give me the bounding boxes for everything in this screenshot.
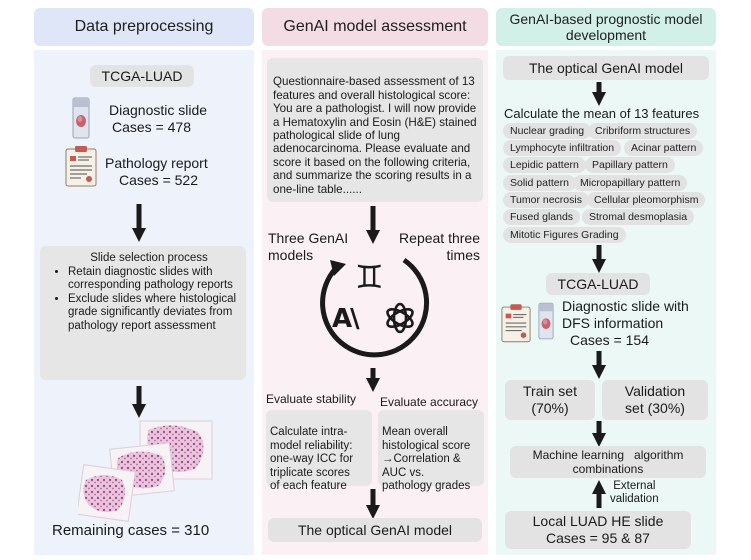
validation-set-pill: Validation set (30%) xyxy=(602,380,708,420)
gemini-icon: ♊ xyxy=(355,258,384,296)
slide-selection-list: Retain diagnostic slides with correspond… xyxy=(54,266,238,334)
validation-set-label: Validation set (30%) xyxy=(624,383,686,416)
header-prognostic-model-label: GenAI-based prognostic model development xyxy=(509,11,703,43)
feature-tag: Cellular pleomorphism xyxy=(587,192,706,208)
remaining-cases: Remaining cases = 310 xyxy=(52,522,210,539)
right-slide-icon xyxy=(538,302,554,340)
header-prognostic-model: GenAI-based prognostic model development xyxy=(496,8,716,46)
accuracy-text: Mean overall histological score →Correla… xyxy=(382,426,471,493)
train-set-pill: Train set (70%) xyxy=(505,380,595,420)
middle-arrow-to-models xyxy=(366,206,380,244)
feature-tag: Lepidic pattern xyxy=(503,157,586,173)
feature-tag: Lymphocyte infiltration xyxy=(503,140,622,156)
anthropic-icon: A\ xyxy=(332,304,360,334)
header-genai-assessment: GenAI model assessment xyxy=(262,8,488,46)
right-arrow-external-up xyxy=(592,480,606,508)
feature-tag: Acinar pattern xyxy=(624,140,704,156)
ml-combinations-label: Machine learning algorithm combinations xyxy=(532,448,684,476)
diagnostic-slide-icon xyxy=(72,97,90,139)
right-tcga-luad-label: TCGA-LUAD xyxy=(557,276,639,292)
pathology-report-label: Pathology report xyxy=(105,155,208,171)
left-arrow-to-selection xyxy=(132,204,146,242)
evaluate-stability-label: Evaluate stability xyxy=(266,392,357,406)
selection-item: Exclude slides where histological grade … xyxy=(68,293,238,334)
header-data-preprocessing-label: Data preprocessing xyxy=(74,18,214,35)
accuracy-box: Mean overall histological score →Correla… xyxy=(378,410,484,492)
right-arrow-to-tcga xyxy=(592,245,606,273)
stability-text: Calculate intra- model reliability: one-… xyxy=(270,426,354,493)
feature-tag: Cribriform structures xyxy=(588,123,698,139)
feature-tag: Fused glands xyxy=(503,209,581,225)
repeat-three-label: Repeat three times xyxy=(399,230,480,263)
pathology-report-icon xyxy=(65,146,97,187)
middle-optimal-model-label: The optical GenAI model xyxy=(297,522,453,538)
selection-item: Retain diagnostic slides with correspond… xyxy=(68,266,238,293)
prompt-box: Questionnaire-based assessment of 13 fea… xyxy=(267,58,483,202)
slide-selection-box: Slide selection process Retain diagnosti… xyxy=(40,246,246,380)
feature-tag: Solid pattern xyxy=(503,175,576,191)
feature-tag: Tumor necrosis xyxy=(503,192,589,208)
local-luad-label: Local LUAD HE slide Cases = 95 & 87 xyxy=(532,513,664,546)
external-validation-label: External validation xyxy=(610,480,659,505)
openai-icon xyxy=(386,302,414,334)
middle-arrow-to-evaluate xyxy=(366,368,380,392)
feature-tag: Mitotic Figures Grading xyxy=(503,227,626,243)
dfs-slide-label: Diagnostic slide with DFS information xyxy=(562,298,689,331)
diagnostic-slide-cases: Cases = 478 xyxy=(112,119,191,135)
left-tcga-luad-pill: TCGA-LUAD xyxy=(90,65,194,87)
prompt-text: Questionnaire-based assessment of 13 fea… xyxy=(273,75,477,196)
three-models-label: Three GenAI models xyxy=(268,230,349,263)
feature-tag: Nuclear grading xyxy=(503,123,592,139)
ml-combinations-pill: Machine learning algorithm combinations xyxy=(510,446,706,478)
feature-tag: Micropapillary pattern xyxy=(573,175,688,191)
diagnostic-slide-label: Diagnostic slide xyxy=(109,102,208,118)
local-luad-pill: Local LUAD HE slide Cases = 95 & 87 xyxy=(505,511,691,549)
feature-tag: Stromal desmoplasia xyxy=(582,209,695,225)
left-arrow-to-remaining xyxy=(132,386,146,418)
histology-slide-images xyxy=(78,420,213,522)
right-report-icon xyxy=(501,304,531,343)
evaluate-accuracy-label: Evaluate accuracy xyxy=(380,395,479,409)
right-optimal-model-label: The optical GenAI model xyxy=(528,60,684,76)
model-cycle-ring xyxy=(320,257,430,358)
right-arrow-to-ml xyxy=(592,421,606,447)
slide-selection-title: Slide selection process xyxy=(90,252,208,264)
features-title: Calculate the mean of 13 features xyxy=(504,106,700,121)
right-optimal-model-pill: The optical GenAI model xyxy=(503,56,709,80)
right-arrow-to-features xyxy=(592,82,606,106)
header-data-preprocessing: Data preprocessing xyxy=(34,8,254,46)
train-set-label: Train set (70%) xyxy=(523,383,577,416)
right-tcga-luad-pill: TCGA-LUAD xyxy=(546,273,650,295)
middle-arrow-to-optimal xyxy=(366,489,380,519)
dfs-slide-cases: Cases = 154 xyxy=(570,332,649,348)
pathology-report-cases: Cases = 522 xyxy=(119,172,198,188)
feature-tag: Papillary pattern xyxy=(585,157,675,173)
header-genai-assessment-label: GenAI model assessment xyxy=(283,18,467,35)
left-tcga-luad-label: TCGA-LUAD xyxy=(101,68,183,84)
right-arrow-to-split xyxy=(592,351,606,379)
middle-optimal-model-pill: The optical GenAI model xyxy=(268,518,482,542)
stability-box: Calculate intra- model reliability: one-… xyxy=(266,410,372,492)
